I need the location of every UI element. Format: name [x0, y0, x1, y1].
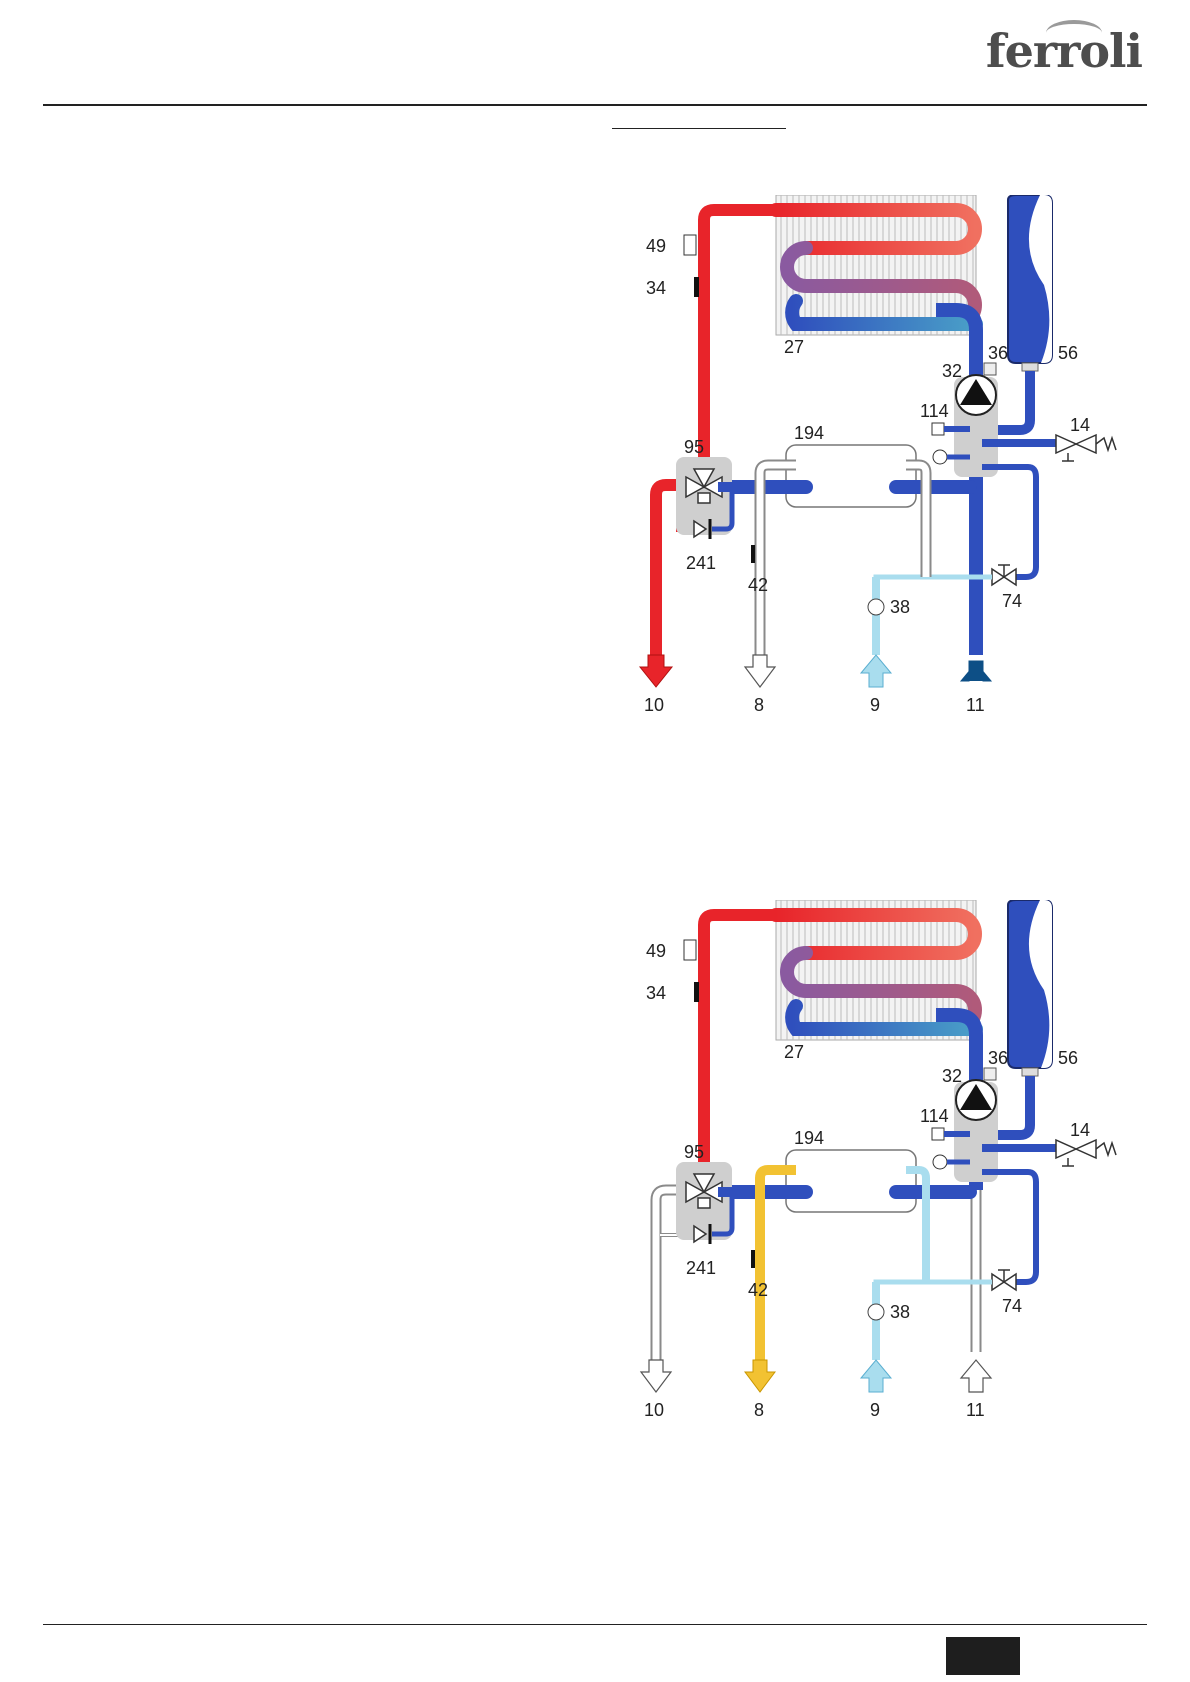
- label-14: 14: [1070, 415, 1090, 435]
- label-32: 32: [942, 361, 962, 381]
- pressure-gauge: [932, 449, 948, 465]
- label-out-11: 11: [966, 1400, 985, 1420]
- label-49: 49: [646, 941, 666, 961]
- pipe-dhw-out: [755, 1165, 796, 1360]
- bypass-valve: [693, 519, 712, 539]
- label-out-8: 8: [754, 695, 764, 715]
- arrow-out-10: [638, 654, 674, 688]
- label-74: 74: [1002, 591, 1022, 611]
- filling-tap: [991, 1269, 1017, 1292]
- footer-rule: [43, 1624, 1147, 1625]
- label-36: 36: [988, 343, 1008, 363]
- dhw-sensor-42: [751, 545, 755, 563]
- flow-sensor: [867, 598, 885, 616]
- label-out-10: 10: [644, 1400, 664, 1420]
- label-241: 241: [686, 1258, 716, 1278]
- pressure-switch: [931, 1127, 945, 1141]
- arrow-out-8: [743, 654, 777, 688]
- arrow-out-10: [639, 1359, 673, 1393]
- pipe-heating-out: [650, 479, 696, 655]
- arrow-in-9: [859, 1359, 893, 1393]
- label-14: 14: [1070, 1120, 1090, 1140]
- header-rule: [43, 104, 1147, 106]
- label-38: 38: [890, 597, 910, 617]
- brand-swoosh: [1046, 20, 1102, 46]
- safety-thermostat-49: [683, 234, 697, 256]
- plate-heat-exchanger: [785, 1149, 917, 1213]
- air-vent: [983, 362, 997, 376]
- label-27: 27: [784, 337, 804, 357]
- pipe-heating-flow: [698, 204, 776, 485]
- temp-sensor-34: [694, 277, 699, 297]
- hydraulic-diagram-heating: 49 34 27 56 36 32 114 194 14 95 241 42 7…: [636, 195, 1136, 795]
- safety-valve: [1055, 433, 1117, 462]
- label-out-9: 9: [870, 695, 880, 715]
- diverter-valve: [685, 468, 723, 504]
- flow-sensor: [867, 1303, 885, 1321]
- pressure-gauge: [932, 1154, 948, 1170]
- label-32: 32: [942, 1066, 962, 1086]
- label-49: 49: [646, 236, 666, 256]
- safety-thermostat-49: [683, 939, 697, 961]
- label-27: 27: [784, 1042, 804, 1062]
- section-heading-rule: [612, 128, 786, 129]
- label-194: 194: [794, 1128, 824, 1148]
- brand-logo: ferroli: [985, 24, 1143, 78]
- label-95: 95: [684, 1142, 704, 1162]
- label-36: 36: [988, 1048, 1008, 1068]
- temp-sensor-34: [694, 982, 699, 1002]
- air-vent: [983, 1067, 997, 1081]
- arrow-in-11: [959, 1359, 993, 1393]
- label-194: 194: [794, 423, 824, 443]
- bypass-valve: [693, 1224, 712, 1244]
- label-56: 56: [1058, 1048, 1078, 1068]
- page-number-tab: [946, 1637, 1020, 1675]
- plate-heat-exchanger: [785, 444, 917, 508]
- filling-tap: [991, 564, 1017, 587]
- label-out-9: 9: [870, 1400, 880, 1420]
- label-114: 114: [920, 401, 949, 421]
- label-42: 42: [748, 575, 768, 595]
- label-out-11: 11: [966, 695, 985, 715]
- label-34: 34: [646, 983, 666, 1003]
- label-114: 114: [920, 1106, 949, 1126]
- dhw-sensor-42: [751, 1250, 755, 1268]
- label-241: 241: [686, 553, 716, 573]
- safety-valve: [1055, 1138, 1117, 1167]
- label-56: 56: [1058, 343, 1078, 363]
- label-out-10: 10: [644, 695, 664, 715]
- pressure-switch: [931, 422, 945, 436]
- label-42: 42: [748, 1280, 768, 1300]
- label-out-8: 8: [754, 1400, 764, 1420]
- hydraulic-diagram-dhw: 49 34 27 56 36 32 114 194 14 95 241 42 7…: [636, 900, 1136, 1500]
- label-95: 95: [684, 437, 704, 457]
- label-74: 74: [1002, 1296, 1022, 1316]
- pipe-heating-flow: [698, 909, 776, 1190]
- arrow-out-8: [744, 1359, 776, 1393]
- label-34: 34: [646, 278, 666, 298]
- arrow-in-9: [859, 654, 893, 688]
- label-38: 38: [890, 1302, 910, 1322]
